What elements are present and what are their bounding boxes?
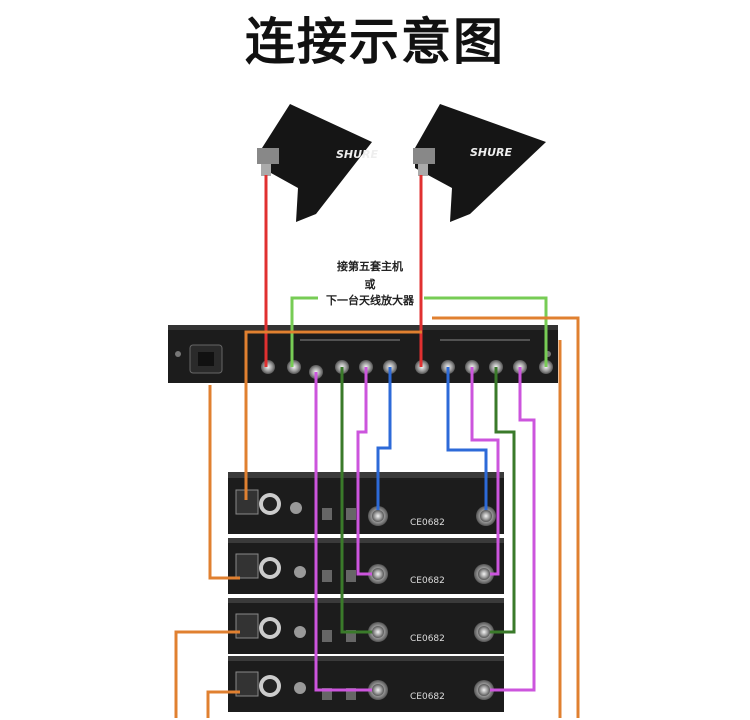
receiver-2-ce-mark: CE0682: [410, 576, 445, 586]
cascade-note-line1: 接第五套主机: [337, 260, 403, 273]
antenna-left-brand: SHURE: [336, 148, 379, 161]
cable-orange-right: [432, 316, 580, 718]
cable-purple-b: [356, 367, 378, 576]
cable-orange-dc-2: [208, 385, 240, 580]
receiver-4: CE0682: [228, 656, 504, 712]
cable-darkgreen-a: [340, 367, 378, 634]
receiver-4-ce-mark: CE0682: [410, 692, 445, 702]
cable-cascade-right: [424, 296, 548, 367]
antenna-amplifier: [168, 325, 558, 383]
cable-darkgreen-b: [484, 367, 516, 634]
bnc-caps: [372, 510, 492, 696]
cable-orange-top: [244, 330, 422, 367]
receiver-3-ce-mark: CE0682: [410, 634, 445, 644]
cascade-note-line3: 下一台天线放大器: [326, 294, 414, 307]
cable-orange-dc-3: [174, 630, 240, 718]
cable-purple-c: [470, 367, 500, 576]
cable-blue-b: [446, 367, 488, 516]
cable-cascade-left: [290, 296, 318, 367]
antenna-right-brand: SHURE: [470, 146, 513, 159]
cascade-note-line2: 或: [364, 278, 376, 291]
antenna-left: SHURE: [257, 104, 379, 222]
cable-orange-dc-4: [206, 690, 240, 718]
cables: [174, 175, 580, 718]
antenna-right: SHURE: [413, 104, 546, 222]
cable-purple-d: [484, 367, 536, 692]
cable-blue-a: [376, 367, 392, 516]
receiver-1: CE0682: [228, 472, 504, 534]
receiver-3: CE0682: [228, 598, 504, 654]
cable-purple-a: [314, 372, 378, 692]
receiver-2: CE0682: [228, 538, 504, 594]
page-title: 连接示意图: [245, 13, 505, 71]
receiver-1-ce-mark: CE0682: [410, 518, 445, 528]
